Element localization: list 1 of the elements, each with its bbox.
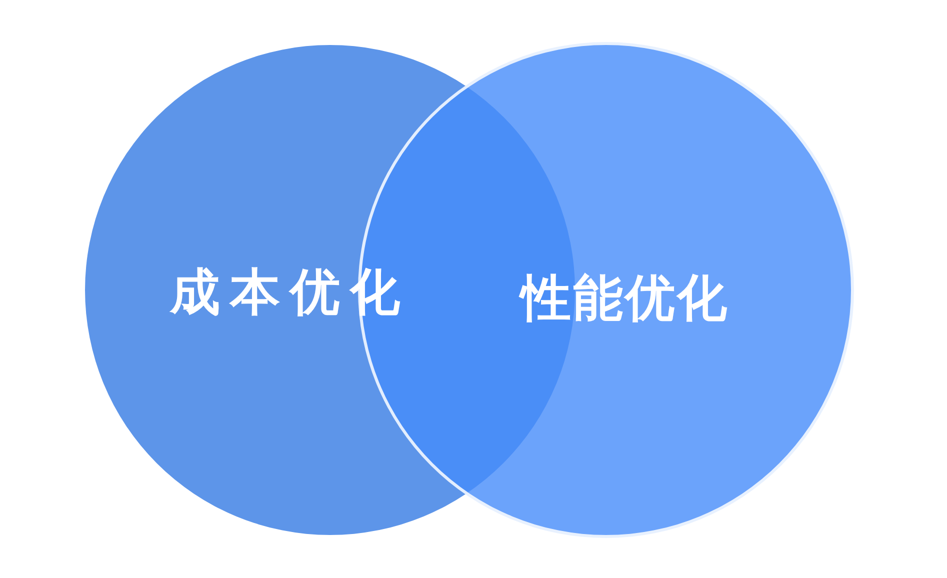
circle-label: 性能优化: [521, 273, 729, 323]
